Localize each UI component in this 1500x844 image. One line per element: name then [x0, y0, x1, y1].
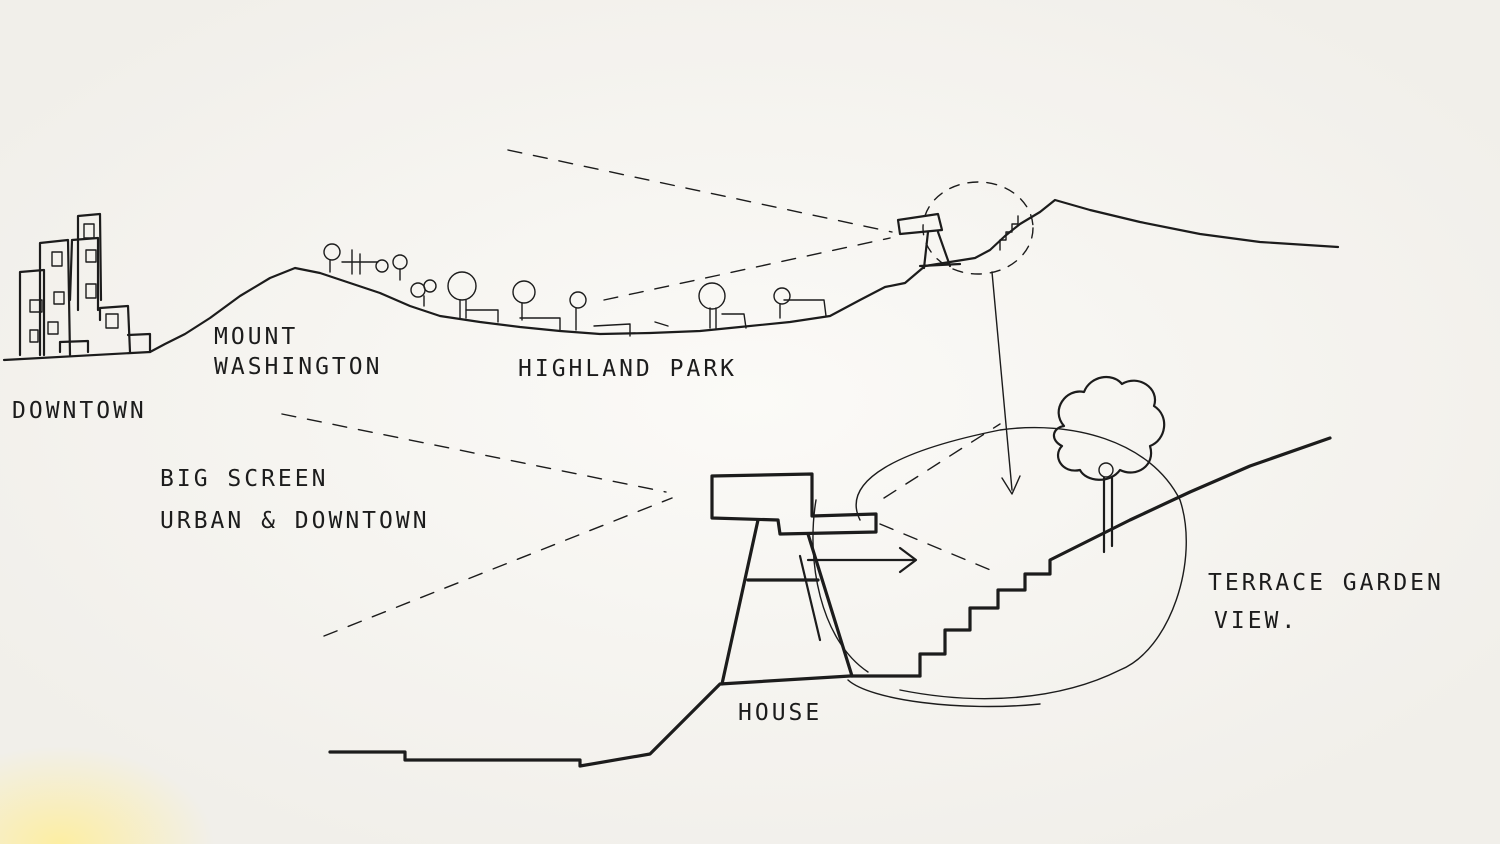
label-highland-park: HIGHLAND PARK: [518, 356, 737, 382]
house: [710, 472, 878, 686]
ground-line: [328, 674, 922, 768]
terrace-steps: [918, 436, 1332, 678]
garden-outline: [812, 426, 1187, 708]
lower-view-cone: [281, 413, 1001, 637]
house-view-arrow: [806, 546, 918, 574]
label-washington: WASHINGTON: [214, 354, 382, 380]
garden-tree: [1052, 375, 1166, 554]
label-view: VIEW.: [1214, 608, 1298, 634]
label-big-screen: BIG SCREEN: [160, 466, 328, 492]
label-downtown: DOWNTOWN: [12, 398, 147, 424]
upper-view-cone: [507, 149, 893, 301]
label-terrace-garden: TERRACE GARDEN: [1208, 570, 1444, 596]
ridge-line: [2, 198, 1340, 362]
detail-arrow: [991, 271, 1021, 495]
downtown-buildings: [18, 212, 152, 357]
label-mount: MOUNT: [214, 324, 298, 350]
highland-park-trees: [323, 243, 827, 337]
viewpoint-circle: [922, 181, 1034, 275]
label-urban-downtown: URBAN & DOWNTOWN: [160, 508, 430, 534]
mini-house: [896, 212, 962, 270]
label-house: HOUSE: [738, 700, 822, 726]
